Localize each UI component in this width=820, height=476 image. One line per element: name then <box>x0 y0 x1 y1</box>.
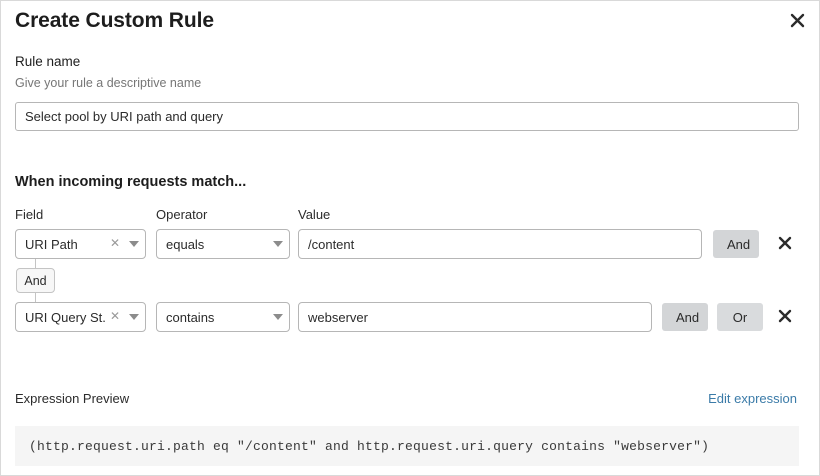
chevron-down-icon[interactable] <box>123 241 145 247</box>
condition-row: URI Path ✕ equals And <box>1 229 819 259</box>
column-header-field: Field <box>15 207 44 222</box>
clear-icon[interactable]: ✕ <box>109 309 120 323</box>
remove-condition-button-1[interactable] <box>772 231 798 257</box>
clear-icon[interactable]: ✕ <box>109 236 120 250</box>
page-title: Create Custom Rule <box>15 9 214 32</box>
chevron-down-icon[interactable] <box>267 314 289 320</box>
operator-select-1[interactable]: equals <box>156 229 290 259</box>
or-button-2[interactable]: Or <box>717 303 763 331</box>
edit-expression-link[interactable]: Edit expression <box>708 391 797 406</box>
expression-preview-label: Expression Preview <box>15 391 130 406</box>
and-button-2[interactable]: And <box>662 303 708 331</box>
chevron-down-icon[interactable] <box>267 241 289 247</box>
condition-connector-and-badge[interactable]: And <box>16 268 55 293</box>
operator-select-2-value: contains <box>166 309 215 325</box>
close-icon <box>790 13 805 28</box>
operator-select-2[interactable]: contains <box>156 302 290 332</box>
column-header-operator: Operator <box>156 207 208 222</box>
remove-condition-button-2[interactable] <box>772 304 798 330</box>
field-select-2[interactable]: URI Query St... ✕ <box>15 302 146 332</box>
value-input-2[interactable] <box>298 302 652 332</box>
value-input-1[interactable] <box>298 229 702 259</box>
rule-name-input[interactable] <box>15 102 799 131</box>
field-select-1-value: URI Path <box>25 236 78 252</box>
and-button-1[interactable]: And <box>713 230 759 258</box>
close-icon <box>778 236 792 253</box>
field-select-2-value: URI Query St... <box>25 309 107 325</box>
condition-row: URI Query St... ✕ contains And Or <box>1 302 819 332</box>
field-select-1[interactable]: URI Path ✕ <box>15 229 146 259</box>
conditions-section-heading: When incoming requests match... <box>15 174 247 190</box>
chevron-down-icon[interactable] <box>123 314 145 320</box>
rule-name-label: Rule name <box>15 54 81 69</box>
close-icon <box>778 309 792 326</box>
operator-select-1-value: equals <box>166 236 205 252</box>
close-button[interactable] <box>784 7 810 33</box>
expression-preview-box: (http.request.uri.path eq "/content" and… <box>15 426 799 466</box>
column-header-value: Value <box>298 207 331 222</box>
expression-preview-code: (http.request.uri.path eq "/content" and… <box>29 438 710 454</box>
rule-name-help-text: Give your rule a descriptive name <box>15 76 202 90</box>
